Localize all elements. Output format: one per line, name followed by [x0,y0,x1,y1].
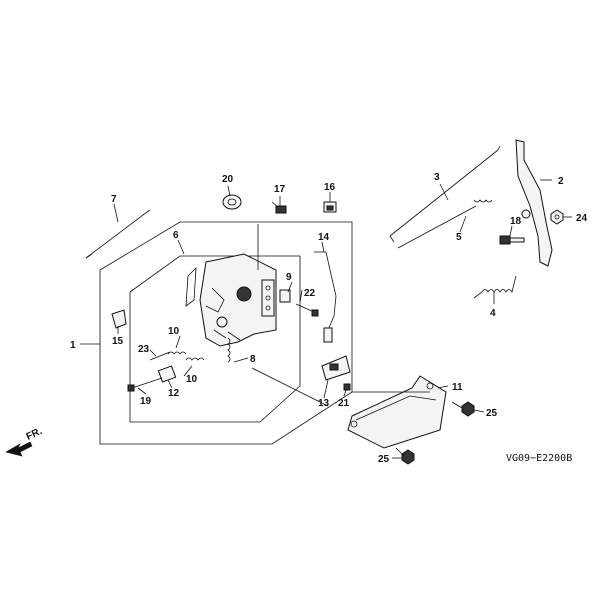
part-18-bolt [499,235,525,245]
callout-10-upper: 10 [168,326,180,337]
part-2-lever [515,139,553,267]
callout-17: 17 [274,184,286,195]
part-24-nut [550,209,564,225]
part-7-rod [85,209,151,259]
callout-25-right: 25 [486,408,498,419]
front-direction-arrow [5,441,33,457]
part-25-bolt-right [451,401,475,417]
callout-6: 6 [173,230,179,241]
part-20-clip [222,194,242,210]
part-13-switch [321,355,351,381]
part-10-spring-lower [185,357,205,361]
callout-15: 15 [112,336,124,347]
part-3-rod [389,145,501,243]
callout-24: 24 [576,213,588,224]
callout-18: 18 [510,216,522,227]
part-14-cable [314,251,337,343]
callout-13: 13 [318,398,330,409]
callout-9: 9 [286,272,292,283]
callout-16: 16 [324,182,336,193]
callout-11: 11 [452,382,463,393]
callout-25-bottom: 25 [378,454,390,465]
callout-8: 8 [250,354,256,365]
callout-2: 2 [558,176,564,187]
callout-12: 12 [168,388,180,399]
part-17-screw [271,201,287,214]
callout-23: 23 [138,344,150,355]
callout-4: 4 [490,308,496,319]
front-direction-label: FR. [25,426,44,443]
part-5-spring-rod [397,199,493,249]
part-6-control-base [185,253,277,347]
callout-14: 14 [318,232,330,243]
callout-20: 20 [222,174,234,185]
callout-7: 7 [111,194,117,205]
part-16-clamp [323,201,337,213]
part-25-bolt-bottom [395,447,415,465]
callout-3: 3 [434,172,440,183]
callout-1: 1 [70,340,76,351]
part-22-screw [295,303,319,317]
callout-22: 22 [304,288,316,299]
part-10-spring-upper [167,351,187,355]
part-19-bolt [127,377,163,392]
part-9-bracket [279,289,291,303]
callout-19: 19 [140,396,152,407]
part-11-cover [347,375,447,449]
part-21-screw [343,383,351,391]
callout-10-lower: 10 [186,374,198,385]
leader-lines [80,179,572,459]
part-15-clip [111,309,127,329]
diagram-code: VG09−E2200B [506,453,572,464]
callout-5: 5 [456,232,462,243]
assembly-frame-inner [129,255,301,423]
part-12-collar [157,365,177,383]
part-8-spring [227,337,231,363]
part-23-pin [149,351,171,361]
callout-21: 21 [338,398,350,409]
part-4-spring [473,275,517,299]
